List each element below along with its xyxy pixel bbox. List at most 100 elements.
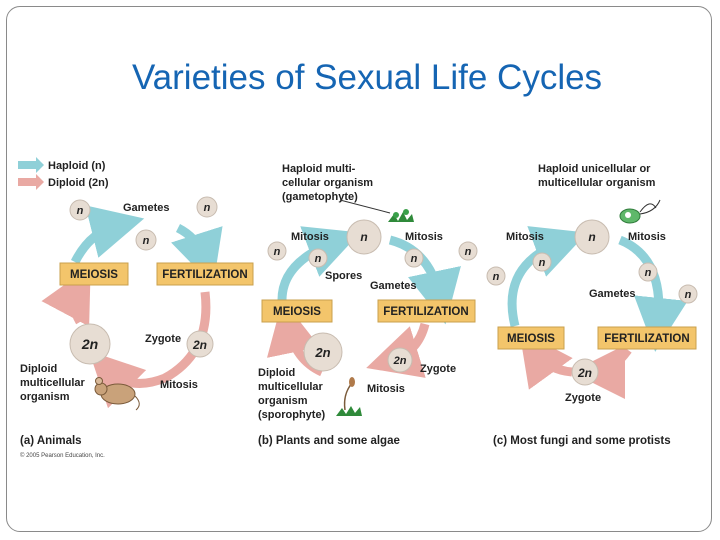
panel-fungi: Haploid unicellular or multicellular org… — [486, 163, 698, 447]
zygote-2n-a-label: 2n — [192, 338, 207, 352]
fertilization-box-c-label: FERTILIZATION — [604, 333, 689, 345]
haploid-org-c-line1: Haploid unicellular or — [538, 163, 651, 175]
legend-diploid-label: Diploid (2n) — [48, 177, 109, 189]
haploid-org-b-line1: Haploid multi- — [282, 163, 356, 175]
gamete-n-c-3 — [638, 262, 658, 282]
diploid-organism-line3: organism — [20, 391, 70, 403]
protist-icon — [619, 199, 661, 224]
gamete-n-c-4-label: n — [685, 289, 692, 301]
meiosis-box-b: MEIOSIS — [261, 299, 333, 323]
mitosis-label-b-left: Mitosis — [291, 231, 329, 243]
fertilization-box-a: FERTILIZATION — [156, 262, 254, 286]
sporophyte-2n-label: 2n — [314, 345, 330, 360]
slide-title: Varieties of Sexual Life Cycles — [131, 58, 603, 97]
gamete-n-center — [135, 229, 157, 251]
panel-plants: Haploid multi- cellular organism (gameto… — [258, 163, 478, 447]
zygote-2n-a — [186, 330, 214, 358]
mouse-icon — [94, 377, 140, 411]
gamete-n-c-1-label: n — [539, 257, 546, 269]
diploid-organism-line1: Diploid — [20, 363, 57, 375]
fertilization-box-b: FERTILIZATION — [377, 299, 476, 323]
legend-diploid-arrow — [18, 174, 44, 190]
legend-haploid-label: Haploid (n) — [48, 160, 106, 172]
diploid-arc-left — [41, 266, 91, 327]
gametophyte-n-label: n — [360, 230, 367, 244]
mitosis-label-c-right: Mitosis — [628, 231, 666, 243]
haploid-arc-b-left — [277, 226, 361, 301]
gamete-n-left — [69, 199, 91, 221]
gamete-n-c-2 — [486, 266, 506, 286]
diploid-arc-right — [88, 291, 211, 409]
sporophyte-line3: organism — [258, 395, 308, 407]
spore-n-2 — [308, 248, 328, 268]
fertilization-box-b-label: FERTILIZATION — [383, 306, 468, 318]
meiosis-box-a: MEIOSIS — [59, 262, 129, 286]
haploid-arc-left — [70, 205, 145, 265]
gamete-n-right — [196, 196, 218, 218]
gamete-n-center-label: n — [143, 235, 150, 247]
diploid-arc-c-left — [519, 330, 573, 390]
moss-icon — [388, 209, 414, 222]
zygote-2n-c-label: 2n — [577, 366, 592, 380]
gametes-label: Gametes — [123, 202, 169, 214]
zygote-label-b: Zygote — [420, 363, 456, 375]
fertilization-box-c: FERTILIZATION — [597, 326, 697, 350]
gamete-n-c-3-label: n — [645, 267, 652, 279]
gamete-n-c-1 — [532, 252, 552, 272]
sporophyte-line1: Diploid — [258, 367, 295, 379]
sporophyte-plant-icon — [336, 377, 362, 416]
legend: Haploid (n) Diploid (2n) — [18, 157, 109, 190]
spores-label: Spores — [325, 270, 362, 282]
spore-n-1 — [267, 241, 287, 261]
caption-c: (c) Most fungi and some protists — [493, 435, 671, 447]
sporophyte-2n — [303, 332, 343, 372]
panel-animals: n n n Gametes MEIOSIS FERTILIZATION 2n 2… — [20, 196, 254, 459]
haploid-org-b-line2: cellular organism — [282, 177, 373, 189]
diploid-arc-c-right — [571, 344, 632, 399]
diploid-organism-2n-label: 2n — [81, 336, 98, 352]
gametes-label-b: Gametes — [370, 280, 416, 292]
sporophyte-line4: (sporophyte) — [258, 409, 326, 421]
caption-b: (b) Plants and some algae — [258, 435, 400, 447]
pointer-line-b — [339, 199, 391, 214]
gamete-n-c-4 — [678, 284, 698, 304]
legend-haploid-arrow — [18, 157, 44, 173]
haploid-arc-c-left — [507, 226, 588, 328]
zygote-2n-c — [571, 358, 599, 386]
gametophyte-n — [346, 219, 382, 255]
spore-n-1-label: n — [274, 246, 281, 258]
gamete-n-b-1 — [404, 248, 424, 268]
diploid-organism-2n — [69, 323, 111, 365]
caption-a: (a) Animals — [20, 435, 82, 447]
haploid-arc-c-right — [618, 235, 688, 352]
gamete-n-b-1-label: n — [411, 253, 418, 265]
sporophyte-line2: multicellular — [258, 381, 324, 393]
zygote-label-a: Zygote — [145, 333, 181, 345]
gamete-n-b-2-label: n — [465, 246, 472, 258]
meiosis-box-b-label: MEIOSIS — [273, 306, 321, 318]
haploid-organism-n — [574, 219, 610, 255]
mitosis-label-b-right: Mitosis — [405, 231, 443, 243]
meiosis-box-a-label: MEIOSIS — [70, 269, 118, 281]
fertilization-box-a-label: FERTILIZATION — [162, 269, 247, 281]
mitosis-label-a: Mitosis — [160, 379, 198, 391]
copyright: © 2005 Pearson Education, Inc. — [20, 452, 105, 459]
haploid-organism-n-label: n — [588, 230, 595, 244]
gamete-n-c-2-label: n — [493, 271, 500, 283]
gamete-n-right-label: n — [204, 202, 211, 214]
slide-frame — [6, 6, 712, 532]
diploid-organism-line2: multicellular — [20, 377, 86, 389]
gamete-n-b-2 — [458, 241, 478, 261]
gamete-n-left-label: n — [77, 205, 84, 217]
meiosis-box-c: MEIOSIS — [497, 326, 565, 350]
zygote-2n-b-label: 2n — [393, 355, 407, 367]
zygote-label-c: Zygote — [565, 392, 601, 404]
haploid-arc-right — [171, 223, 223, 286]
meiosis-box-c-label: MEIOSIS — [507, 333, 555, 345]
spore-n-2-label: n — [315, 253, 322, 265]
mitosis-label-b-lower: Mitosis — [367, 383, 405, 395]
haploid-org-b-line3: (gametophyte) — [282, 191, 358, 203]
mitosis-label-c-left: Mitosis — [506, 231, 544, 243]
gametes-label-c: Gametes — [589, 288, 635, 300]
